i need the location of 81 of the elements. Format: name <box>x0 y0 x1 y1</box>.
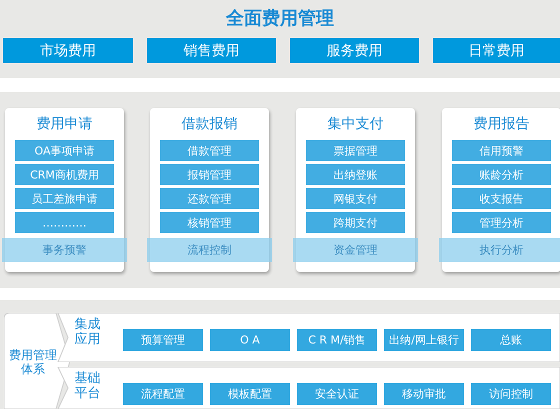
category-bar <box>433 38 560 63</box>
function-box <box>452 164 551 185</box>
box-label: 收支报告 <box>478 191 524 206</box>
function-box <box>160 140 259 161</box>
module-box <box>297 329 377 351</box>
footer-band <box>293 238 418 262</box>
category-bar <box>3 38 133 63</box>
card-heading: 集中支付 <box>326 115 384 133</box>
box-label: 事务预警 <box>42 242 88 258</box>
module-box <box>471 383 551 405</box>
category-bar <box>290 38 419 63</box>
footer-band <box>2 238 127 262</box>
module-box <box>384 329 464 351</box>
system-chevron <box>4 313 70 409</box>
box-label: 还款管理 <box>186 191 232 206</box>
box-label: 预算管理 <box>140 332 186 348</box>
module-card <box>296 108 415 272</box>
box-label: 资金管理 <box>332 242 378 258</box>
function-box <box>306 140 405 161</box>
box-label: C R M/销售 <box>307 332 367 348</box>
category-bar <box>147 38 276 63</box>
function-box <box>160 212 259 233</box>
box-label: 借款管理 <box>186 143 232 158</box>
module-box <box>123 329 203 351</box>
box-label: 出纳登账 <box>332 167 378 182</box>
box-label: 流程控制 <box>186 242 232 258</box>
box-label: 信用预警 <box>478 143 524 158</box>
box-label: 日常费用 <box>468 42 526 60</box>
box-label: ………… <box>42 216 88 229</box>
box-label: 访问控制 <box>488 386 534 402</box>
box-label: 网银支付 <box>332 191 378 206</box>
box-label: 出纳/网上银行 <box>388 332 460 348</box>
card-heading: 费用报告 <box>472 115 530 133</box>
box-label: CRM商机费用 <box>29 167 100 182</box>
module-box <box>297 383 377 405</box>
layer-label: 集成应用 <box>74 318 102 348</box>
box-label: 模板配置 <box>227 386 273 402</box>
box-label: 执行分析 <box>478 242 524 258</box>
layer-label: 基础平台 <box>74 372 102 402</box>
box-label: 员工差旅申请 <box>30 191 98 206</box>
module-box <box>210 329 290 351</box>
function-box <box>452 212 551 233</box>
card-heading: 费用申请 <box>36 115 94 133</box>
function-box <box>306 188 405 209</box>
function-box <box>15 140 114 161</box>
box-label: 销售费用 <box>182 42 240 60</box>
box-label: 服务费用 <box>326 42 384 60</box>
module-card <box>150 108 269 272</box>
box-label: 总账 <box>499 332 523 348</box>
box-label: 账龄分析 <box>478 167 524 182</box>
diagram-title: 全面费用管理 <box>224 7 335 30</box>
module-box <box>123 383 203 405</box>
function-box <box>160 164 259 185</box>
box-label: 跨期支付 <box>332 215 378 230</box>
box-label: 管理分析 <box>478 215 524 230</box>
box-label: 流程配置 <box>140 386 186 402</box>
module-box <box>210 383 290 405</box>
box-label: O A <box>239 334 261 346</box>
function-box <box>15 212 114 233</box>
footer-band <box>439 238 560 262</box>
function-box <box>452 140 551 161</box>
module-box <box>471 329 551 351</box>
module-card <box>5 108 124 272</box>
box-label: 核销管理 <box>186 215 232 230</box>
box-label: 费用管理体系 <box>8 349 58 377</box>
module-box <box>384 383 464 405</box>
function-box <box>306 212 405 233</box>
box-label: 报销管理 <box>186 167 232 182</box>
box-label: 安全认证 <box>314 386 360 402</box>
function-box <box>160 188 259 209</box>
box-label: OA事项申请 <box>34 143 96 158</box>
box-label: 市场费用 <box>39 42 97 60</box>
footer-band <box>147 238 272 262</box>
function-box <box>306 164 405 185</box>
function-box <box>15 188 114 209</box>
function-box <box>452 188 551 209</box>
function-box <box>15 164 114 185</box>
card-heading: 借款报销 <box>180 115 238 133</box>
module-card <box>442 108 560 272</box>
box-label: 票据管理 <box>332 143 378 158</box>
box-label: 移动审批 <box>401 386 447 402</box>
